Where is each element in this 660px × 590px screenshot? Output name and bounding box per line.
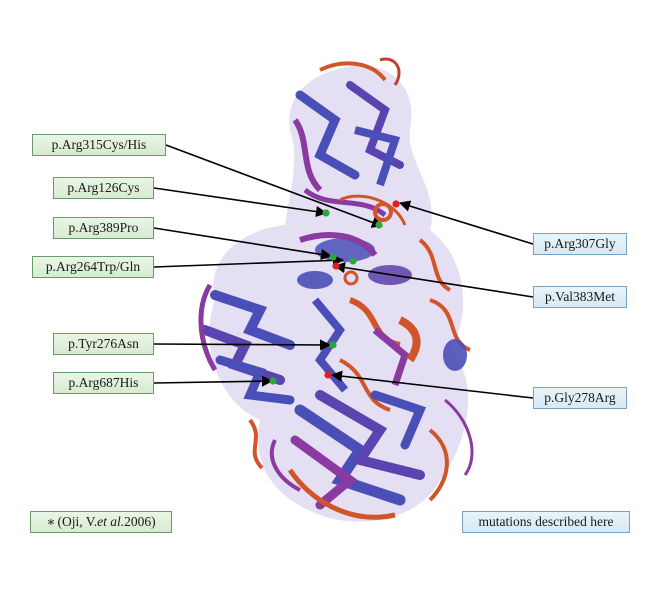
label-val383: p.Val383Met (533, 286, 627, 308)
label-arg389: p.Arg389Pro (53, 217, 154, 239)
legend-literature-prefix: (Oji, V. (58, 514, 98, 530)
label-tyr276: p.Tyr276Asn (53, 333, 154, 355)
marker-green (329, 253, 336, 260)
label-gly278: p.Gly278Arg (533, 387, 627, 409)
legend-literature: ∗(Oji, V. et al. 2006) (30, 511, 172, 533)
label-arg687: p.Arg687His (53, 372, 154, 394)
legend-literature-suffix: 2006) (124, 514, 156, 530)
marker-green (269, 377, 276, 384)
label-arg315: p.Arg315Cys/His (32, 134, 166, 156)
marker-red (332, 262, 339, 269)
arrow-tyr276 (154, 344, 330, 345)
marker-green (322, 209, 329, 216)
legend-literature-etal: et al. (97, 514, 124, 530)
marker-red (392, 200, 399, 207)
marker-green (375, 221, 382, 228)
label-arg126: p.Arg126Cys (53, 177, 154, 199)
marker-green (349, 257, 356, 264)
marker-red (324, 371, 331, 378)
marker-green (329, 341, 336, 348)
asterisk-symbol: ∗ (46, 514, 55, 530)
protein-ribbon-structure (201, 59, 472, 522)
label-arg307: p.Arg307Gly (533, 233, 627, 255)
label-arg264: p.Arg264Trp/Gln (32, 256, 154, 278)
legend-described-here: mutations described here (462, 511, 630, 533)
